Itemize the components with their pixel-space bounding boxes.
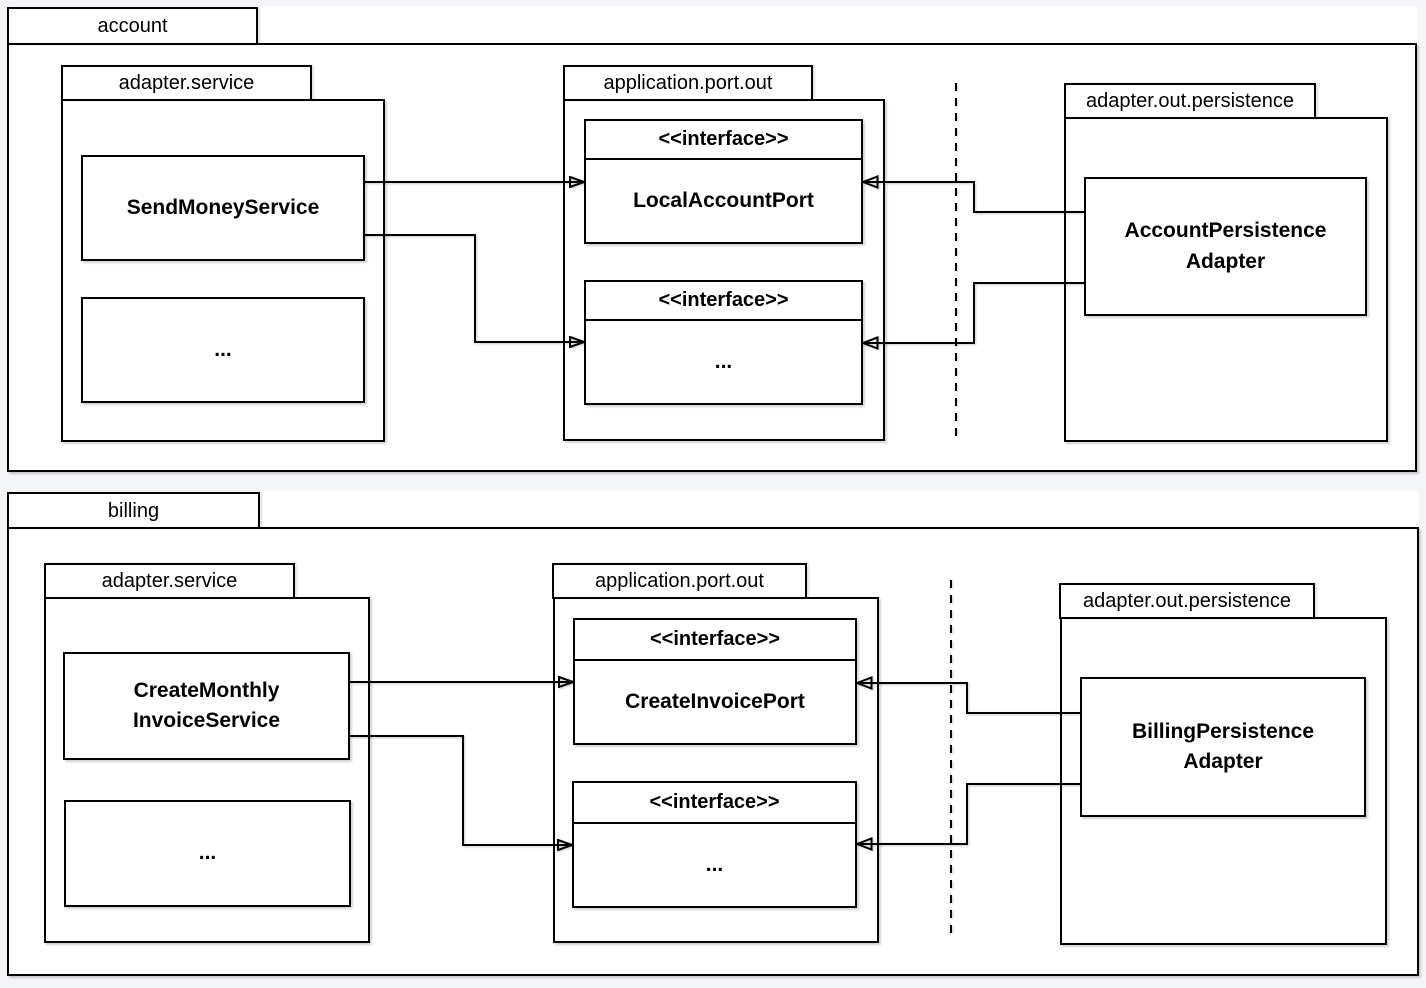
account-package-label: account — [97, 15, 168, 37]
class-name-line1: BillingPersistence — [1131, 719, 1315, 743]
interface-stereotype: <<interface>> — [574, 783, 855, 824]
class-box-createmonthlyinvoiceservice: CreateMonthly InvoiceService — [63, 652, 350, 760]
class-box-sendmoneyservice: SendMoneyService — [81, 155, 365, 261]
billing-adapter-service-label: adapter.service — [101, 570, 238, 592]
interface-box-account-port-ellipsis: <<interface>> ... — [584, 280, 863, 405]
class-name-line2: Adapter — [1185, 249, 1266, 273]
account-application-port-out-package-tab: application.port.out — [563, 65, 813, 101]
account-adapter-out-persistence-label: adapter.out.persistence — [1086, 90, 1294, 112]
billing-adapter-out-persistence-package-tab: adapter.out.persistence — [1059, 583, 1315, 619]
interface-name-ellipsis: ... — [705, 853, 724, 876]
class-name-line2: InvoiceService — [132, 709, 281, 732]
class-name-line1: CreateMonthly — [133, 678, 280, 702]
interface-name-createinvoiceport: CreateInvoicePort — [625, 690, 805, 713]
account-adapter-service-package-tab: adapter.service — [61, 65, 312, 101]
class-name-line2: Adapter — [1183, 750, 1263, 773]
class-box-billing-service-ellipsis: ... — [64, 800, 351, 907]
interface-stereotype: <<interface>> — [586, 121, 861, 160]
billing-adapter-out-persistence-label: adapter.out.persistence — [1083, 590, 1291, 612]
billing-package-label: billing — [107, 499, 160, 522]
interface-box-billing-port-ellipsis: <<interface>> ... — [572, 781, 857, 908]
account-package-tab: account — [7, 7, 258, 45]
billing-adapter-service-package-tab: adapter.service — [44, 563, 295, 599]
billing-application-port-out-label: application.port.out — [594, 570, 764, 592]
ellipsis-label: ... — [214, 337, 232, 361]
interface-stereotype: <<interface>> — [575, 620, 855, 661]
ellipsis-label: ... — [198, 841, 217, 865]
account-adapter-service-label: adapter.service — [118, 72, 255, 94]
interface-box-localaccountport: <<interface>> LocalAccountPort — [584, 119, 863, 244]
class-box-account-service-ellipsis: ... — [81, 297, 365, 403]
class-box-accountpersistenceadapter: AccountPersistence Adapter — [1084, 177, 1367, 316]
class-name-line1: AccountPersistence — [1124, 219, 1327, 243]
billing-application-port-out-package-tab: application.port.out — [552, 563, 807, 599]
interface-stereotype: <<interface>> — [586, 282, 861, 321]
interface-box-createinvoiceport: <<interface>> CreateInvoicePort — [573, 618, 857, 745]
class-box-billingpersistenceadapter: BillingPersistence Adapter — [1080, 677, 1366, 817]
class-name-sendmoneyservice: SendMoneyService — [126, 195, 320, 219]
account-application-port-out-label: application.port.out — [603, 72, 773, 94]
account-adapter-out-persistence-package-tab: adapter.out.persistence — [1064, 83, 1316, 119]
interface-name-ellipsis: ... — [714, 350, 733, 373]
interface-name-localaccountport: LocalAccountPort — [633, 189, 814, 212]
billing-package-tab: billing — [7, 492, 260, 529]
